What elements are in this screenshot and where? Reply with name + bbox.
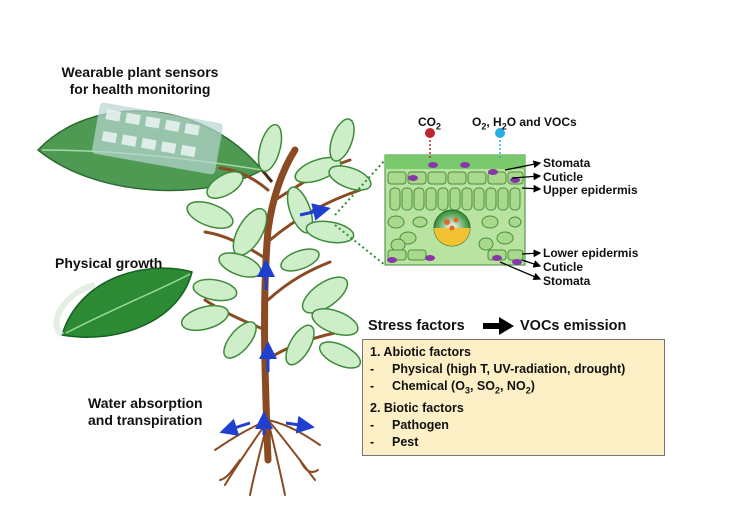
stress-factors-label: Stress factors — [368, 318, 465, 334]
h2o-rest: O and VOCs — [506, 115, 577, 129]
physical-factor-item: - Physical (high T, UV-radiation, drought… — [370, 362, 625, 377]
water-label: Water absorption and transpiration — [88, 395, 203, 429]
pathogen-item: - Pathogen — [370, 418, 449, 433]
upper-epidermis-label: Upper epidermis — [543, 183, 638, 197]
chemical-suffix: ) — [530, 379, 535, 393]
cuticle-top-label: Cuticle — [543, 170, 584, 184]
lower-epidermis-label: Lower epidermis — [543, 246, 639, 260]
water-label-line1: Water absorption — [88, 395, 203, 411]
bullet-dash: - — [370, 379, 375, 393]
abiotic-heading: 1. Abiotic factors — [370, 345, 471, 359]
no2-sub: 2 — [525, 385, 531, 396]
sensor-leaf-image — [36, 102, 274, 192]
stomata-bottom-label: Stomata — [543, 274, 591, 288]
stomata-top-label: Stomata — [543, 156, 591, 170]
co2-sub: 2 — [436, 121, 442, 132]
stress-to-voc-arrow — [483, 317, 514, 335]
bullet-dash: - — [370, 418, 375, 432]
co2-label: CO2 — [418, 115, 442, 132]
sensor-title: Wearable plant sensors for health monito… — [40, 64, 240, 98]
co2-molecule-icon — [425, 128, 435, 158]
physical-factor-text: Physical (high T, UV-radiation, drought) — [392, 362, 626, 376]
o2-rest: , H — [486, 115, 502, 129]
pathogen-text: Pathogen — [392, 418, 449, 432]
vocs-emission-label: VOCs emission — [520, 318, 627, 334]
plant-leaves — [180, 118, 372, 369]
stress-factors-box: 1. Abiotic factors - Physical (high T, UV… — [362, 339, 665, 456]
chemical-mid1: , SO — [469, 379, 495, 393]
bullet-dash: - — [370, 362, 375, 376]
plant-stem — [203, 146, 362, 464]
bullet-dash: - — [370, 435, 375, 449]
label-pointer-arrows — [499, 160, 542, 281]
chemical-prefix: Chemical (O — [392, 379, 465, 393]
pest-text: Pest — [392, 435, 419, 449]
co2-main: CO — [418, 115, 436, 129]
water-flow-arrows — [219, 203, 331, 436]
physical-growth-label: Physical growth — [55, 255, 163, 271]
so2-sub: 2 — [494, 385, 500, 396]
sensor-title-line2: for health monitoring — [69, 81, 211, 97]
o2-molecule-icon — [495, 128, 505, 158]
biotic-heading: 2. Biotic factors — [370, 401, 464, 415]
o3-sub: 3 — [464, 385, 470, 396]
sensor-title-line1: Wearable plant sensors — [61, 64, 219, 80]
pest-item: - Pest — [370, 435, 418, 450]
chemical-mid2: , NO — [499, 379, 526, 393]
cuticle-bottom-label: Cuticle — [543, 260, 584, 274]
growth-leaf-image — [53, 267, 193, 338]
gases-label: O2, H2O and VOCs — [472, 115, 577, 132]
o2-sub: 2 — [481, 121, 487, 132]
h2o-sub: 2 — [501, 121, 507, 132]
o2-main: O — [472, 115, 482, 129]
leaf-cross-section — [384, 154, 526, 266]
water-label-line2: and transpiration — [88, 412, 203, 428]
zoom-connector-lines — [334, 159, 386, 266]
chemical-factor-item: -Chemical (O3, SO2, NO2) — [370, 379, 535, 396]
